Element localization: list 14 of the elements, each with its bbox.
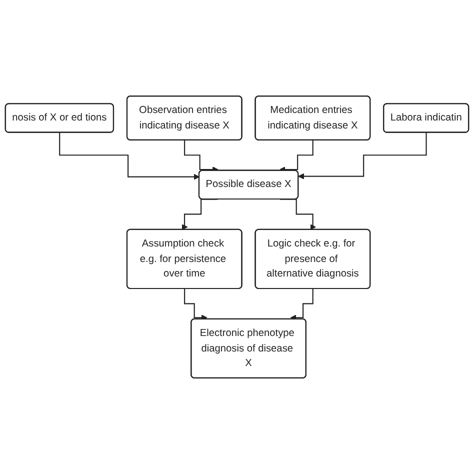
process-box: Logic check e.g. for presence of alternative diagnosis (254, 228, 371, 290)
arrow (290, 288, 314, 321)
process-box: nosis of X or ed tions (4, 103, 114, 133)
arrow (298, 132, 427, 180)
process-box: Electronic phenotype diagnosis of disease X (190, 318, 306, 378)
arrow (59, 132, 200, 180)
arrow (184, 140, 218, 172)
process-box: Labora indicatin (383, 103, 470, 133)
arrow (280, 140, 314, 172)
arrow (184, 288, 208, 321)
process-box: Observation entries indicating disease X (126, 96, 242, 140)
process-box: Possible disease X (198, 170, 299, 200)
process-box: Assumption check e.g. for persistence over time (126, 228, 242, 290)
process-box: Medication entries indicating disease X (254, 96, 371, 140)
